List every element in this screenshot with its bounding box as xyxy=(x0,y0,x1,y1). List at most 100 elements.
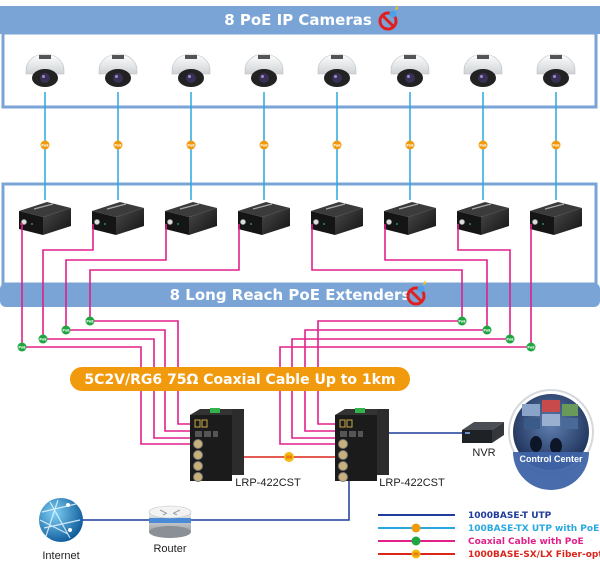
status-led xyxy=(323,223,325,225)
extender-section-banner xyxy=(0,283,600,307)
poe-badge-text: PoE xyxy=(506,337,514,341)
no-symbol-icon xyxy=(406,280,426,306)
poe-badge-icon: PoE xyxy=(17,342,27,352)
camera-section: 8 PoE IP Cameras xyxy=(0,5,600,109)
camera-row xyxy=(25,53,576,87)
poe-badge-icon: PoE xyxy=(113,140,123,150)
poe-extender xyxy=(92,202,144,235)
poe-badge-icon: PoE xyxy=(40,140,50,150)
poe-badge-text: PoE xyxy=(86,319,94,323)
ip-camera xyxy=(171,53,211,87)
internet-globe-icon xyxy=(39,498,83,542)
poe-badge-text: PoE xyxy=(18,345,26,349)
no-symbol-icon xyxy=(378,5,398,31)
poe-badge-text: PoE xyxy=(260,143,268,147)
camera-section-banner xyxy=(0,6,600,34)
extender-section-frame xyxy=(1,182,598,286)
legend-label-utp: 1000BASE-T UTP xyxy=(468,511,552,521)
status-led xyxy=(104,223,106,225)
switch-right-label: LRP-422CST xyxy=(379,477,445,489)
camera-dome xyxy=(317,53,357,75)
legend-item-utp: 1000BASE-T UTP xyxy=(378,511,552,521)
poe-badge-text: PoE xyxy=(62,328,70,332)
poe-badge-icon: PoE xyxy=(457,316,467,326)
camera-lens xyxy=(186,73,196,83)
extender-row xyxy=(19,202,582,235)
poe-badge-text: PoE xyxy=(333,143,341,147)
fiber-badge xyxy=(284,452,294,462)
coax-line xyxy=(20,223,190,445)
poe-badge-icon: PoE xyxy=(405,140,415,150)
poe-badge-icon: PoE xyxy=(332,140,342,150)
poe-badge-text: PoE xyxy=(483,328,491,332)
poe-extender xyxy=(19,202,71,235)
green-terminal-icon xyxy=(355,408,365,413)
coax-cable-banner-text: 5C2V/RG6 75Ω Coaxial Cable Up to 1km xyxy=(84,372,395,388)
camera-logo xyxy=(550,55,562,59)
poe-badge-icon: PoE xyxy=(85,316,95,326)
camera-section-title: 8 PoE IP Cameras xyxy=(224,11,372,29)
utp-poe-links: PoE PoE PoE PoE PoE PoE PoE PoE xyxy=(40,92,561,200)
poe-extender xyxy=(384,202,436,235)
poe-extender xyxy=(238,202,290,235)
green-terminal-icon xyxy=(210,408,220,413)
poe-badge-text: PoE xyxy=(39,337,47,341)
legend-label-fiber: 1000BASE-SX/LX Fiber-optic xyxy=(468,550,600,560)
poe-badge-text: PoE xyxy=(187,143,195,147)
bnc-port xyxy=(459,219,465,225)
bnc-port xyxy=(313,219,319,225)
coax-cable-banner: 5C2V/RG6 75Ω Coaxial Cable Up to 1km xyxy=(70,367,410,391)
ip-camera xyxy=(536,53,576,87)
coax-line xyxy=(279,224,532,445)
router-icon xyxy=(148,505,192,538)
poe-extender xyxy=(530,202,582,235)
ip-camera xyxy=(25,53,65,87)
bnc-port xyxy=(532,219,538,225)
poe-badge-icon: PoE xyxy=(505,334,515,344)
camera-dome xyxy=(536,53,576,75)
status-led xyxy=(469,223,471,225)
ip-camera xyxy=(244,53,284,87)
poe-extender xyxy=(165,202,217,235)
extender-section: 8 Long Reach PoE Extenders xyxy=(0,182,600,307)
poe-badge-icon: PoE xyxy=(551,140,561,150)
camera-logo xyxy=(331,55,343,59)
poe-badge-text: PoE xyxy=(406,143,414,147)
status-led xyxy=(177,223,179,225)
poe-badge-text: PoE xyxy=(114,143,122,147)
camera-lens xyxy=(40,73,50,83)
poe-extender xyxy=(457,202,509,235)
poe-badge-text: PoE xyxy=(527,345,535,349)
camera-section-frame xyxy=(1,31,598,109)
ip-camera xyxy=(98,53,138,87)
poe-badge-icon xyxy=(411,536,421,546)
camera-dome xyxy=(244,53,284,75)
camera-logo xyxy=(39,55,51,59)
ip-camera xyxy=(390,53,430,87)
camera-dome xyxy=(390,53,430,75)
poe-badge-text: PoE xyxy=(458,319,466,323)
legend-label-coax: Coaxial Cable with PoE xyxy=(468,537,584,547)
poe-badge-text: PoE xyxy=(479,143,487,147)
camera-lens xyxy=(113,73,123,83)
poe-badge-icon: PoE xyxy=(61,325,71,335)
control-center-label: Control Center xyxy=(520,454,583,464)
poe-badge-icon: PoE xyxy=(186,140,196,150)
camera-logo xyxy=(404,55,416,59)
bnc-port xyxy=(386,219,392,225)
router-label: Router xyxy=(153,543,186,555)
camera-lens xyxy=(551,73,561,83)
legend-item-coax: Coaxial Cable with PoE xyxy=(378,536,584,547)
nvr-device xyxy=(462,422,504,443)
poe-badge-icon: PoE xyxy=(478,140,488,150)
utp-link-router xyxy=(70,481,350,521)
extender-section-title: 8 Long Reach PoE Extenders xyxy=(170,286,411,304)
poe-badge-icon: PoE xyxy=(259,140,269,150)
poe-badge-icon: PoE xyxy=(526,342,536,352)
status-led xyxy=(396,223,398,225)
switch-left xyxy=(190,408,244,482)
switch-right xyxy=(335,408,389,482)
camera-lens xyxy=(259,73,269,83)
switch-left-label: LRP-422CST xyxy=(235,477,301,489)
